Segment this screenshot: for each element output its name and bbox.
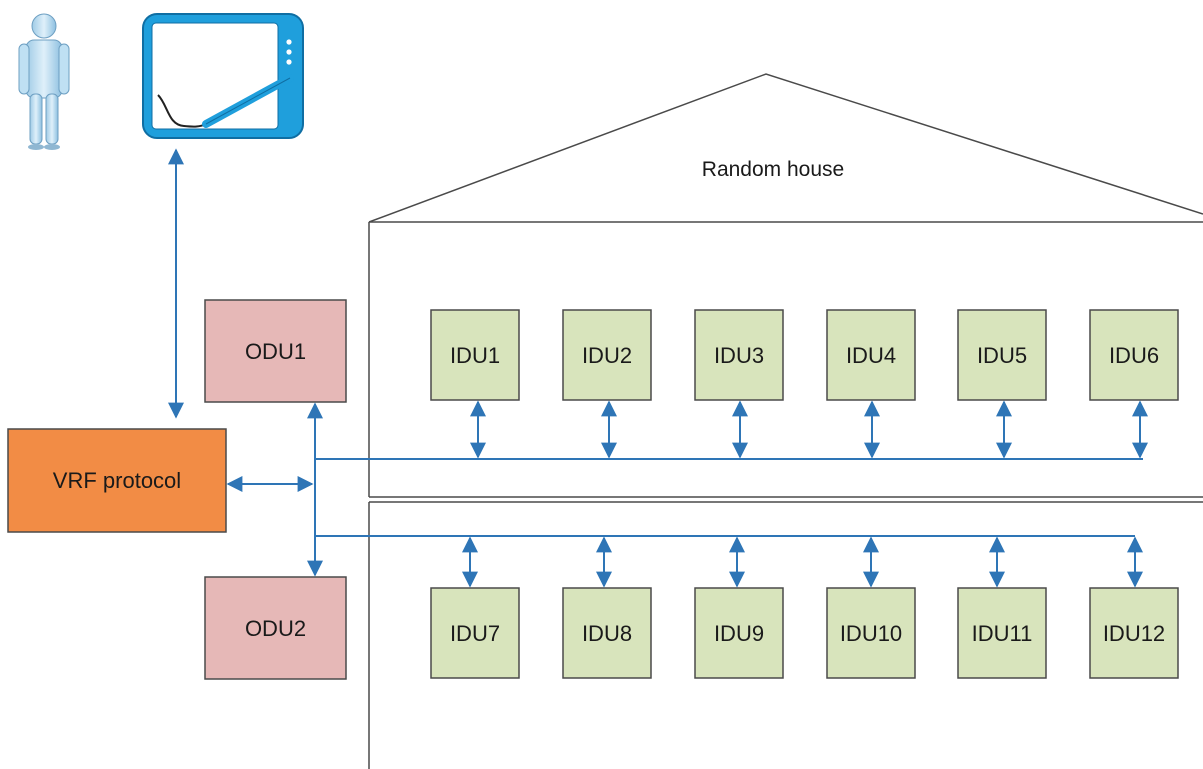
odu-label: ODU1 [245,339,306,364]
idu-label: IDU8 [582,621,632,646]
idu-label: IDU12 [1103,621,1165,646]
tablet-icon [142,13,304,139]
idu-label: IDU6 [1109,343,1159,368]
odu-box: ODU1 [204,299,347,403]
idu-box: IDU8 [562,587,652,679]
idu-box: IDU12 [1089,587,1179,679]
idu-label: IDU4 [846,343,896,368]
person-icon [18,13,70,150]
house-title: Random house [702,158,844,181]
idu-box: IDU4 [826,309,916,401]
idu-box: IDU7 [430,587,520,679]
idu-box: IDU2 [562,309,652,401]
idu-box: IDU10 [826,587,916,679]
odu-label: ODU2 [245,616,306,641]
idu-box: IDU3 [694,309,784,401]
idu-box: IDU1 [430,309,520,401]
vrf-protocol-box: VRF protocol [7,428,227,533]
idu-label: IDU3 [714,343,764,368]
idu-label: IDU9 [714,621,764,646]
idu-label: IDU7 [450,621,500,646]
idu-label: IDU5 [977,343,1027,368]
idu-label: IDU11 [972,621,1033,646]
idu-box: IDU5 [957,309,1047,401]
vrf-protocol-label: VRF protocol [53,468,181,493]
idu-box: IDU6 [1089,309,1179,401]
house-outline [368,73,1203,769]
house-roof [368,73,1203,223]
idu-label: IDU10 [840,621,902,646]
idu-label: IDU1 [450,343,500,368]
idu-label: IDU2 [582,343,632,368]
idu-box: IDU9 [694,587,784,679]
idu-box: IDU11 [957,587,1047,679]
connectors [168,148,1148,588]
odu-box: ODU2 [204,576,347,680]
